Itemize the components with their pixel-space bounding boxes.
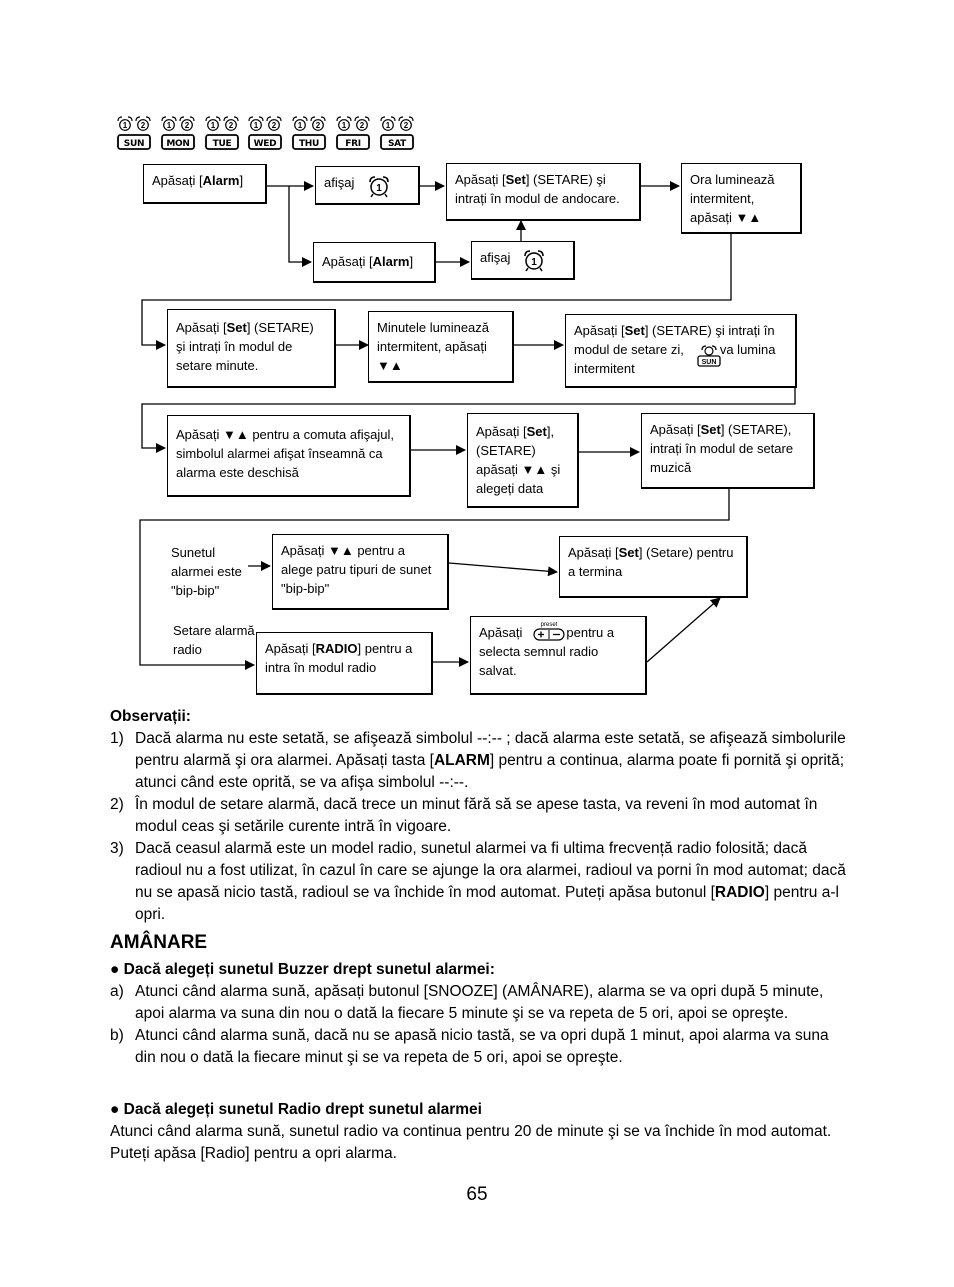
snooze-heading: AMÂNARE bbox=[110, 932, 208, 953]
step-display-alarm-1: afişaj 1 bbox=[315, 166, 420, 205]
branch-label-radio: Setare alarmă radio bbox=[173, 623, 255, 657]
notes-section: Observații: 1) Dacă alarma nu este setat… bbox=[110, 706, 850, 926]
note-item: 1) Dacă alarma nu este setată, se afişea… bbox=[110, 730, 846, 791]
connector bbox=[141, 388, 796, 453]
buzzer-title: ● Dacă alegeți sunetul Buzzer drept sune… bbox=[110, 961, 495, 978]
svg-text:2: 2 bbox=[360, 121, 365, 130]
radio-text: Atunci când alarma sună, sunetul radio v… bbox=[110, 1123, 832, 1162]
day-label: SAT bbox=[388, 139, 407, 149]
step-finish: Apăsați [Set] (Setare) pentru a termina bbox=[559, 536, 748, 598]
sun-day-label: SUN bbox=[702, 359, 717, 366]
svg-text:2: 2 bbox=[141, 121, 146, 130]
svg-text:2: 2 bbox=[316, 121, 321, 130]
day-label: FRI bbox=[345, 139, 361, 149]
note-item: 3) Dacă ceasul alarmă este un model radi… bbox=[110, 840, 846, 923]
notes-title: Observații: bbox=[110, 708, 191, 725]
svg-text:1: 1 bbox=[376, 183, 382, 194]
connector bbox=[288, 186, 312, 267]
step-press-alarm: Apăsați [Alarm] bbox=[143, 164, 267, 204]
connector bbox=[139, 489, 730, 670]
page-number: 65 bbox=[466, 1184, 488, 1205]
day-label: MON bbox=[166, 139, 189, 149]
snooze-radio-section: ● Dacă alegeți sunetul Radio drept sunet… bbox=[110, 1099, 850, 1165]
snooze-buzzer-section: ● Dacă alegeți sunetul Buzzer drept sune… bbox=[110, 959, 850, 1069]
svg-text:1: 1 bbox=[342, 121, 347, 130]
svg-text:2: 2 bbox=[228, 121, 233, 130]
buzzer-item: b) Atunci când alarma sună, dacă nu se a… bbox=[110, 1027, 829, 1066]
alarm-clock-2-icon: 1 bbox=[524, 250, 544, 272]
connector bbox=[646, 597, 721, 663]
step-press-alarm-2: Apăsați [Alarm] bbox=[313, 242, 436, 283]
svg-text:2: 2 bbox=[185, 121, 190, 130]
svg-text:2: 2 bbox=[404, 121, 409, 130]
svg-text:1: 1 bbox=[531, 257, 537, 268]
connector bbox=[141, 234, 732, 350]
branch-label-beep: Sunetul alarmei este "bip-bip" bbox=[171, 545, 242, 598]
step-enter-minute-mode: Apăsați [Set] (SETARE) şi intrați în mod… bbox=[167, 309, 336, 388]
alarm-clock-1-icon: 1 bbox=[369, 176, 389, 198]
step-minutes-flashing: Minutele luminează intermitent, apăsați … bbox=[368, 311, 514, 383]
step-enter-day-mode: Apăsați [Set] (SETARE) şi intrați în mod… bbox=[565, 314, 797, 388]
step-enter-radio-mode: Apăsați [RADIO] pentru a intra în modul … bbox=[256, 632, 433, 695]
svg-text:1: 1 bbox=[210, 121, 215, 130]
svg-text:1: 1 bbox=[167, 121, 172, 130]
step-enter-music-mode: Apăsați [Set] (SETARE), intrați în modul… bbox=[641, 413, 815, 489]
day-label: SUN bbox=[124, 139, 144, 149]
svg-text:1: 1 bbox=[298, 121, 303, 130]
preset-label: preset bbox=[541, 622, 558, 628]
step-hour-flashing: Ora luminează intermitent, apăsați ▼▲ bbox=[681, 163, 802, 234]
step-display-alarm-2: afişaj 1 bbox=[471, 241, 575, 280]
step-toggle-display: Apăsați ▼▲ pentru a comuta afişajul, sim… bbox=[167, 415, 411, 497]
connector bbox=[448, 562, 558, 577]
svg-text:1: 1 bbox=[386, 121, 391, 130]
svg-text:1: 1 bbox=[123, 121, 128, 130]
step-choose-beep-sound: Apăsați ▼▲ pentru a alege patru tipuri d… bbox=[272, 534, 449, 610]
preset-button-icon: preset bbox=[533, 622, 565, 641]
step-choose-date: Apăsați [Set], (SETARE) apăsați ▼▲ şi al… bbox=[467, 413, 579, 508]
radio-title: ● Dacă alegeți sunetul Radio drept sunet… bbox=[110, 1101, 482, 1118]
buzzer-item: a) Atunci când alarma sună, apăsați buto… bbox=[110, 983, 824, 1022]
sun-day-icon: SUN bbox=[697, 345, 721, 367]
step-enter-set-mode: Apăsați [Set] (SETARE) şi intrați în mod… bbox=[446, 163, 641, 221]
note-item: 2) În modul de setare alarmă, dacă trece… bbox=[110, 796, 818, 835]
day-label: WED bbox=[254, 139, 277, 149]
day-label: TUE bbox=[212, 139, 231, 149]
svg-text:2: 2 bbox=[272, 121, 277, 130]
day-label: THU bbox=[299, 139, 319, 149]
svg-text:1: 1 bbox=[254, 121, 259, 130]
